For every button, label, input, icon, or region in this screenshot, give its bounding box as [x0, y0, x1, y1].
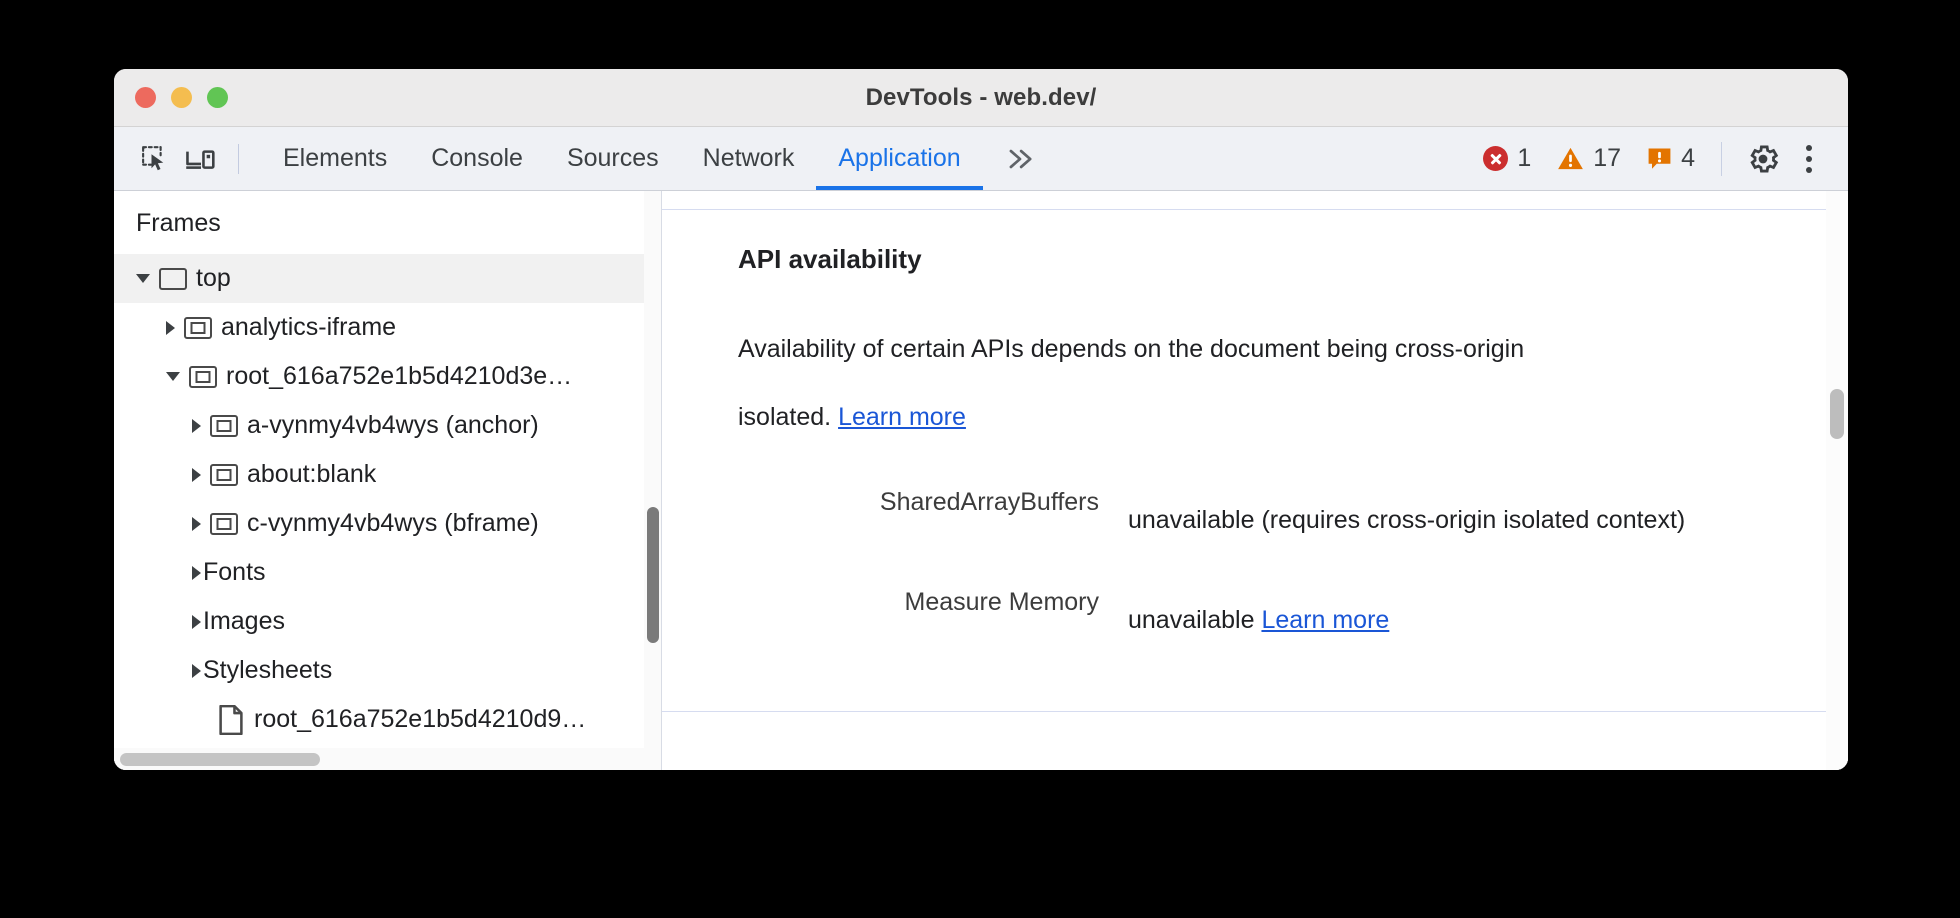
tree-item-label: analytics-iframe [221, 313, 397, 341]
tree-item-about-blank[interactable]: about:blank [114, 450, 661, 499]
availability-value: unavailable [1128, 506, 1255, 534]
tree-item-stylesheet-file[interactable]: root_616a752e1b5d4210d9… [114, 695, 661, 744]
tree-item-label: Fonts [203, 558, 266, 586]
more-tabs-icon[interactable] [989, 146, 1051, 172]
table-row: Measure Memory unavailable Learn more [738, 585, 1848, 655]
devtools-toolbar: Elements Console Sources Network Applica… [114, 127, 1848, 191]
tree-item-fonts[interactable]: Fonts [114, 548, 661, 597]
tree-item-anchor-frame[interactable]: a-vynmy4vb4wys (anchor) [114, 401, 661, 450]
error-count: 1 [1517, 144, 1532, 172]
warning-count: 17 [1593, 144, 1622, 172]
chevron-right-icon[interactable] [192, 663, 201, 678]
chevron-down-icon[interactable] [166, 372, 180, 381]
window-titlebar: DevTools - web.dev/ [114, 69, 1848, 127]
chevron-right-icon[interactable] [166, 320, 175, 335]
iframe-icon [210, 463, 238, 486]
tree-item-label: Stylesheets [203, 656, 333, 684]
warning-counter[interactable]: 17 [1557, 146, 1621, 171]
tab-console[interactable]: Console [431, 144, 523, 172]
iframe-icon [210, 414, 238, 437]
tree-item-analytics-iframe[interactable]: analytics-iframe [114, 303, 661, 352]
traffic-lights [135, 87, 228, 108]
section-description: Availability of certain APIs depends on … [738, 315, 1698, 451]
tree-item-label: root_616a752e1b5d4210d9… [254, 705, 587, 733]
iframe-icon [184, 316, 212, 339]
tree-item-root-frame[interactable]: root_616a752e1b5d4210d3e… [114, 352, 661, 401]
scrollbar-thumb[interactable] [1830, 389, 1844, 439]
device-toolbar-icon[interactable] [178, 136, 224, 182]
iframe-icon [189, 365, 217, 388]
frame-details-panel: API availability Availability of certain… [662, 191, 1848, 770]
row-value-measure-memory: unavailable Learn more [1128, 585, 1389, 655]
devtools-body: Frames top analytics-iframe [114, 191, 1848, 770]
frames-sidebar: Frames top analytics-iframe [114, 191, 662, 770]
row-value-sharedarraybuffers: unavailable (requires cross-origin isola… [1128, 485, 1685, 555]
kebab-menu-icon[interactable] [1786, 136, 1832, 182]
row-label-sharedarraybuffers: SharedArrayBuffers [879, 488, 1099, 516]
frame-icon [159, 267, 187, 290]
section-title: API availability [738, 244, 922, 274]
scrollbar-thumb[interactable] [120, 753, 320, 766]
toolbar-divider [238, 143, 239, 174]
api-availability-table: SharedArrayBuffers unavailable (requires… [738, 485, 1848, 655]
tree-item-label: a-vynmy4vb4wys (anchor) [247, 411, 539, 439]
issue-icon [1647, 146, 1672, 171]
tree-item-images[interactable]: Images [114, 597, 661, 646]
chevron-right-icon[interactable] [192, 418, 201, 433]
chevron-down-icon[interactable] [136, 274, 150, 283]
description-line-1: Availability of certain APIs depends on … [738, 335, 1525, 363]
frames-tree: top analytics-iframe root_616a752e1b5d42… [114, 254, 661, 744]
tree-item-label: about:blank [247, 460, 377, 488]
document-icon [218, 704, 244, 735]
description-line-2-prefix: isolated. [738, 403, 839, 431]
sidebar-horizontal-scrollbar[interactable] [114, 748, 644, 770]
tree-item-label: top [196, 264, 231, 292]
chevron-right-icon[interactable] [192, 516, 201, 531]
issue-counter[interactable]: 4 [1647, 146, 1695, 171]
section-divider-top [662, 209, 1848, 210]
tab-sources[interactable]: Sources [566, 144, 659, 172]
tree-item-label: c-vynmy4vb4wys (bframe) [247, 509, 539, 537]
minimize-window-button[interactable] [171, 87, 192, 108]
issue-count: 4 [1681, 144, 1695, 172]
tree-item-bframe[interactable]: c-vynmy4vb4wys (bframe) [114, 499, 661, 548]
chevron-right-icon[interactable] [192, 467, 201, 482]
learn-more-link[interactable]: Learn more [1261, 606, 1390, 634]
learn-more-link[interactable]: Learn more [838, 403, 966, 431]
availability-value: unavailable [1128, 606, 1255, 634]
inspect-element-icon[interactable] [132, 136, 178, 182]
main-vertical-scrollbar[interactable] [1826, 191, 1848, 770]
maximize-window-button[interactable] [207, 87, 228, 108]
tab-elements[interactable]: Elements [283, 144, 388, 172]
gear-icon[interactable] [1740, 136, 1786, 182]
panel-tabs: Elements Console Sources Network Applica… [261, 127, 983, 190]
chevron-right-icon[interactable] [192, 565, 201, 580]
tree-item-label: root_616a752e1b5d4210d3e… [226, 362, 573, 390]
toolbar-right-group: 1 17 [1483, 136, 1848, 182]
error-counter[interactable]: 1 [1483, 146, 1531, 171]
tab-application[interactable]: Application [816, 127, 983, 190]
warning-icon [1557, 146, 1584, 171]
window-title: DevTools - web.dev/ [865, 83, 1097, 111]
tree-item-top[interactable]: top [114, 254, 661, 303]
iframe-icon [210, 512, 238, 535]
tab-network[interactable]: Network [702, 144, 795, 172]
tree-item-label: Images [203, 607, 285, 635]
row-label-measure-memory: Measure Memory [904, 588, 1100, 616]
section-divider-bottom [662, 711, 1848, 712]
toolbar-divider-right [1721, 141, 1722, 176]
error-icon [1483, 146, 1509, 171]
devtools-window: DevTools - web.dev/ [114, 69, 1848, 770]
availability-note: (requires cross-origin isolated context) [1261, 506, 1686, 534]
sidebar-header: Frames [114, 191, 661, 254]
api-availability-section: API availability Availability of certain… [662, 210, 1848, 655]
close-window-button[interactable] [135, 87, 156, 108]
chevron-right-icon[interactable] [192, 614, 201, 629]
tree-item-stylesheets[interactable]: Stylesheets [114, 646, 661, 695]
sidebar-vertical-scrollbar[interactable] [644, 191, 661, 770]
scrollbar-thumb[interactable] [647, 507, 659, 643]
table-row: SharedArrayBuffers unavailable (requires… [738, 485, 1848, 555]
